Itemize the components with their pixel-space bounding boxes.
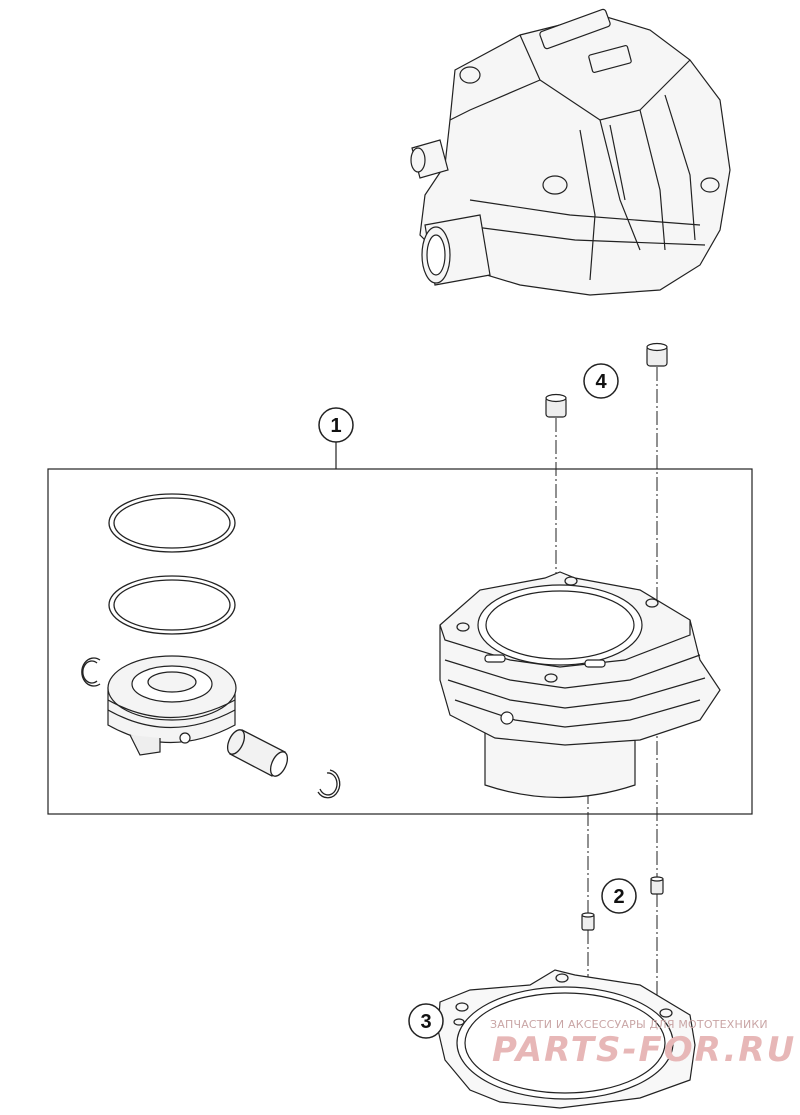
circlip-right	[317, 769, 341, 799]
kit-frame	[47, 468, 753, 815]
callout-3[interactable]: 3	[408, 1003, 444, 1039]
watermark-tagline: ЗАПЧАСТИ И АКСЕССУАРЫ ДЛЯ МОТОТЕХНИКИ	[490, 1018, 768, 1031]
callout-2-label: 2	[613, 886, 624, 908]
piston-pin	[226, 729, 289, 777]
dowel-sleeve-right[interactable]	[646, 342, 668, 367]
watermark-brand: PARTS-FOR.RU	[492, 1030, 797, 1070]
piston-ring-second	[108, 575, 236, 635]
circlip-left	[81, 657, 101, 687]
cylinder-base-gasket[interactable]	[437, 969, 696, 1109]
callout-3-label: 3	[420, 1011, 431, 1033]
callout-4[interactable]: 4	[583, 363, 619, 399]
cylinder-head-illustration	[410, 8, 731, 296]
dowel-pin-right[interactable]	[650, 876, 664, 895]
piston-ring-top	[108, 493, 236, 553]
callout-1[interactable]: 1	[318, 407, 354, 469]
callout-2[interactable]: 2	[601, 878, 637, 914]
piston-illustration	[107, 655, 237, 756]
callout-1-label: 1	[330, 415, 341, 437]
callout-4-label: 4	[595, 371, 607, 393]
dowel-sleeve-left[interactable]	[545, 393, 567, 418]
cylinder-illustration	[439, 571, 721, 799]
dowel-pin-left[interactable]	[581, 912, 595, 931]
